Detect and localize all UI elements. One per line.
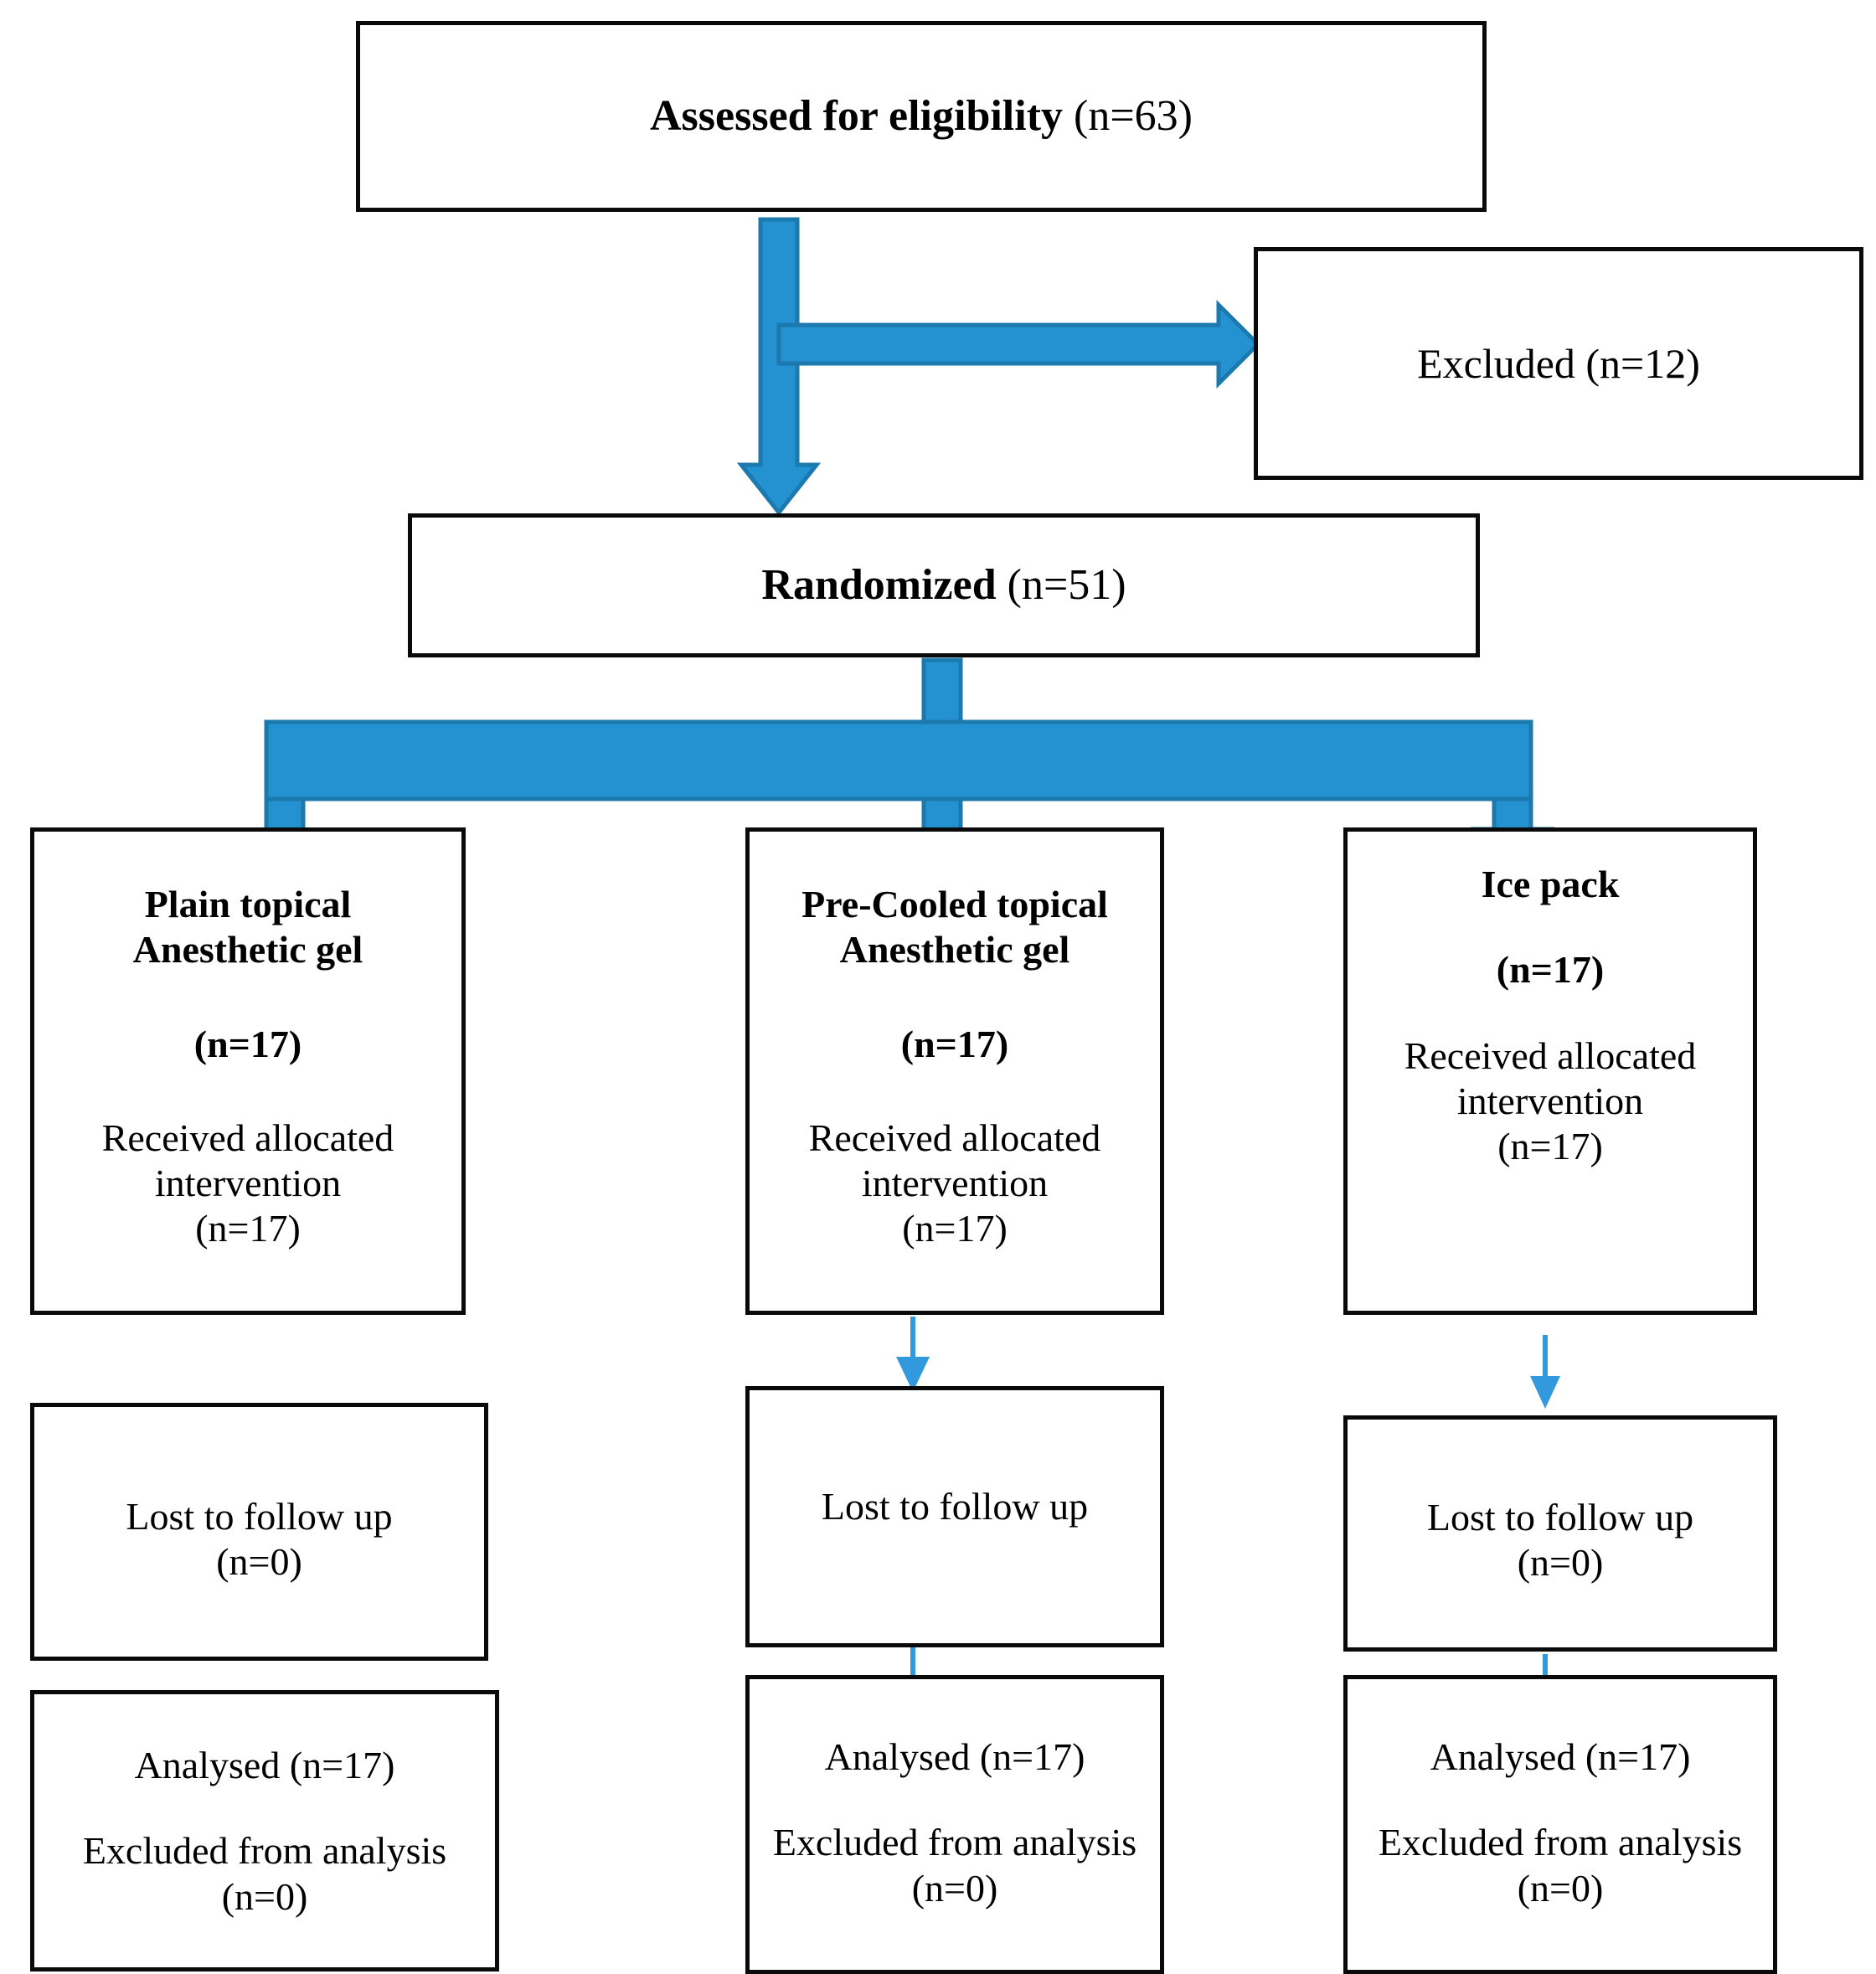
box-randomized: Randomized (n=51) <box>408 513 1480 657</box>
excluded-label: Excluded (n=12) <box>1417 339 1700 387</box>
lost-1-count: (n=0) <box>216 1540 302 1584</box>
randomized-label: Randomized <box>761 561 997 610</box>
lost-3-count: (n=0) <box>1517 1541 1604 1585</box>
arm-2-title-line-1: Pre-Cooled topical <box>801 883 1108 925</box>
analysed-2-excluded-label: Excluded from analysis <box>772 1821 1137 1864</box>
box-analysed-arm-2: Analysed (n=17) Excluded from analysis (… <box>745 1675 1164 1974</box>
analysed-2-excluded-count: (n=0) <box>911 1866 998 1910</box>
box-excluded: Excluded (n=12) <box>1254 247 1863 480</box>
analysed-3-label: Analysed (n=17) <box>1430 1735 1691 1778</box>
arm-2-received-line-2: intervention <box>861 1162 1049 1205</box>
box-lost-to-follow-up-arm-2: Lost to follow up <box>745 1386 1164 1647</box>
arm-2-received-count: (n=17) <box>902 1207 1008 1250</box>
box-arm-pre-cooled-topical-anesthetic-gel: Pre-Cooled topical Anesthetic gel (n=17)… <box>745 827 1164 1315</box>
box-arm-plain-topical-anesthetic-gel: Plain topical Anesthetic gel (n=17) Rece… <box>30 827 466 1315</box>
box-analysed-arm-3: Analysed (n=17) Excluded from analysis (… <box>1343 1675 1777 1974</box>
assessed-label: Assessed for eligibility <box>649 92 1064 141</box>
analysed-1-label: Analysed (n=17) <box>134 1744 395 1786</box>
arm-3-received-count: (n=17) <box>1497 1125 1603 1168</box>
arm-1-title-line-1: Plain topical <box>144 883 352 925</box>
arrow-eligibility-to-randomized <box>736 217 822 517</box>
arm-2-received-line-1: Received allocated <box>808 1116 1101 1159</box>
analysed-3-excluded-count: (n=0) <box>1517 1866 1604 1910</box>
arm-3-received-line-2: intervention <box>1456 1079 1644 1122</box>
arm-1-received-count: (n=17) <box>195 1207 301 1250</box>
arm-1-received-line-1: Received allocated <box>101 1116 394 1159</box>
arrow-arm-2-to-lost-2 <box>896 1317 930 1392</box>
arm-3-title-line-1: Ice pack <box>1481 863 1620 905</box>
analysed-1-excluded-count: (n=0) <box>221 1874 308 1918</box>
box-assessed-for-eligibility: Assessed for eligibility (n=63) <box>356 21 1487 212</box>
split-bar <box>264 719 1533 801</box>
box-analysed-arm-1: Analysed (n=17) Excluded from analysis (… <box>30 1690 499 1971</box>
arm-1-received-line-2: intervention <box>154 1162 342 1205</box>
lost-2-label: Lost to follow up <box>821 1485 1089 1528</box>
arrow-arm-3-to-lost-3 <box>1530 1335 1560 1409</box>
arm-1-title-line-2: Anesthetic gel <box>132 928 363 972</box>
randomized-count: (n=51) <box>1007 561 1126 610</box>
arm-2-title-line-2: Anesthetic gel <box>839 928 1070 972</box>
analysed-3-excluded-label: Excluded from analysis <box>1378 1821 1743 1864</box>
box-arm-ice-pack: Ice pack (n=17) Received allocated inter… <box>1343 827 1757 1315</box>
arm-2-allocation-count: (n=17) <box>900 1022 1009 1065</box>
arrow-randomized-to-split-bar <box>900 657 984 776</box>
arm-3-allocation-count: (n=17) <box>1496 948 1605 992</box>
lost-3-label: Lost to follow up <box>1426 1496 1694 1538</box>
assessed-count: (n=63) <box>1074 92 1193 141</box>
arrow-to-excluded <box>776 299 1261 389</box>
box-lost-to-follow-up-arm-3: Lost to follow up (n=0) <box>1343 1415 1777 1652</box>
lost-1-label: Lost to follow up <box>126 1495 393 1538</box>
arm-3-received-line-1: Received allocated <box>1404 1033 1697 1077</box>
box-lost-to-follow-up-arm-1: Lost to follow up (n=0) <box>30 1403 488 1661</box>
analysed-1-excluded-label: Excluded from analysis <box>82 1829 447 1873</box>
arm-1-allocation-count: (n=17) <box>193 1022 302 1065</box>
analysed-2-label: Analysed (n=17) <box>824 1735 1085 1778</box>
